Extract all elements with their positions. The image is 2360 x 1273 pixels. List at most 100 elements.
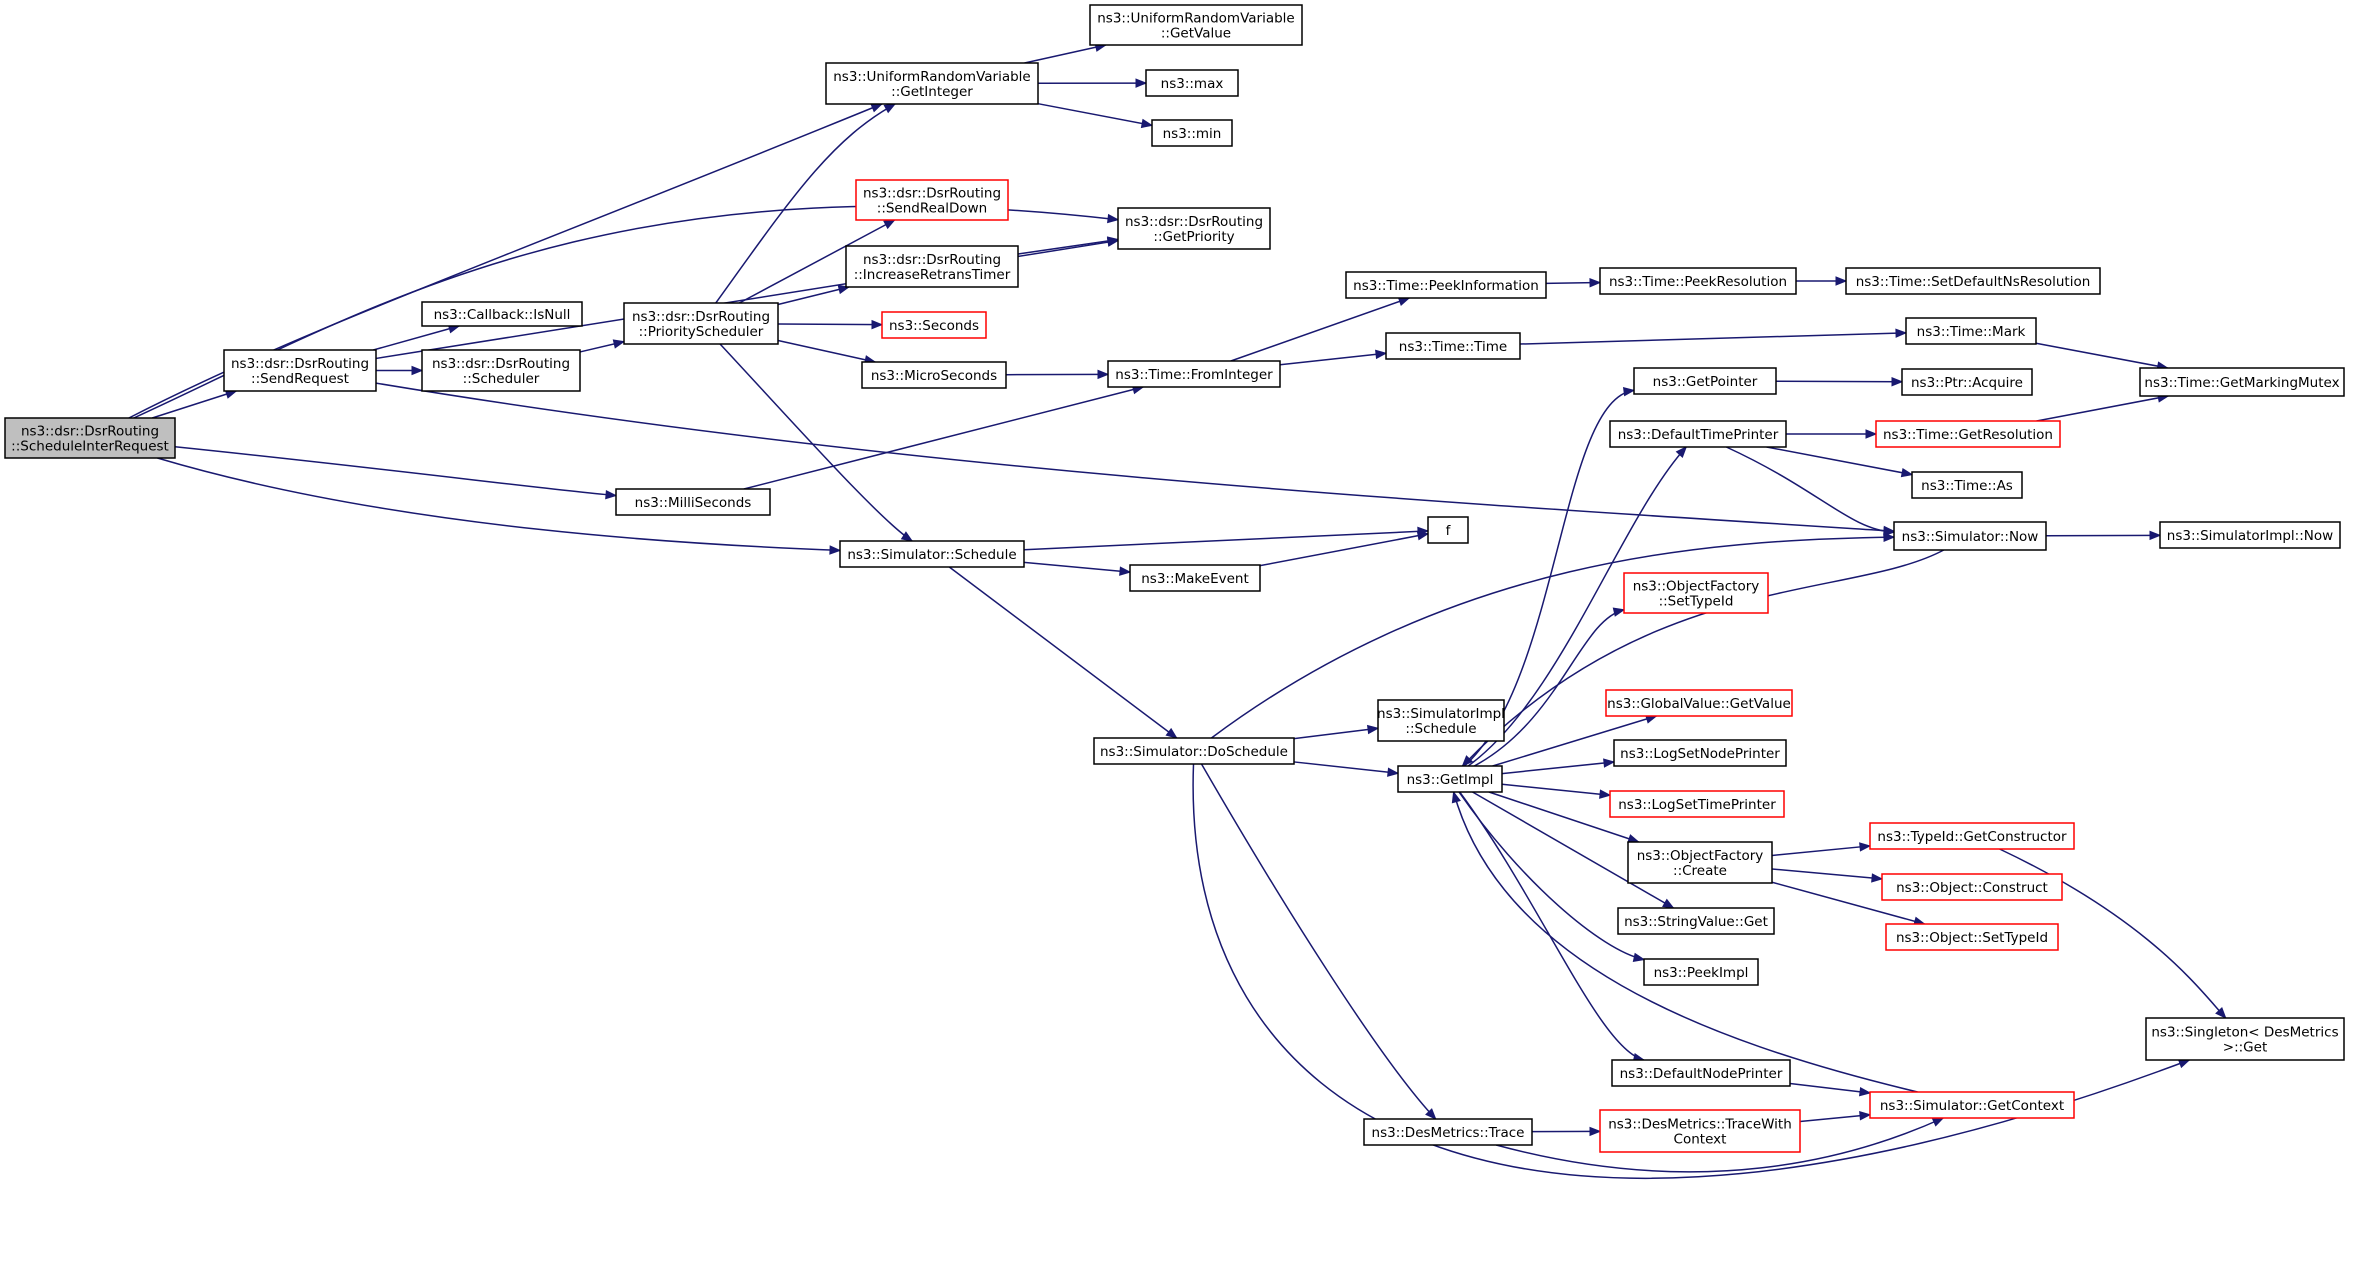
edge-arrowhead [1375,349,1388,360]
node-label: ns3::DefaultTimePrinter [1618,427,1779,443]
node-trace[interactable]: ns3::DesMetrics::Trace [1363,1118,1533,1146]
edge-arrowhead [1883,532,1896,543]
node-priosched[interactable]: ns3::dsr::DsrRouting::PriorityScheduler [623,302,779,345]
node-box [1613,739,1787,767]
node-doschedule[interactable]: ns3::Simulator::DoSchedule [1093,737,1295,765]
node-box [1617,907,1775,935]
node-label: ns3::GetImpl [1407,772,1494,788]
node-logtime[interactable]: ns3::LogSetTimePrinter [1609,790,1785,818]
node-f[interactable]: f [1427,516,1469,544]
edge-arrowhead [1632,952,1646,962]
edge-getres-to-markmutex [2036,393,2170,422]
node-acquire[interactable]: ns3::Ptr::Acquire [1901,368,2033,396]
node-seconds[interactable]: ns3::Seconds [881,311,987,339]
edge-timetime-to-mark [1519,328,1908,345]
edge-line [777,339,876,363]
node-makeevent[interactable]: ns3::MakeEvent [1129,564,1261,592]
node-label: ::Scheduler [463,371,540,387]
node-stringget[interactable]: ns3::StringValue::Get [1617,907,1775,935]
node-simimplsched[interactable]: ns3::SimulatorImpl::Schedule [1377,699,1505,742]
node-scheduler[interactable]: ns3::dsr::DsrRouting::Scheduler [421,349,581,392]
edge-line [373,325,460,351]
node-simschedule[interactable]: ns3::Simulator::Schedule [839,540,1025,568]
node-label: ns3::dsr::DsrRouting [1125,214,1263,230]
node-sendrequest[interactable]: ns3::dsr::DsrRouting::SendRequest [223,349,377,392]
node-getctor[interactable]: ns3::TypeId::GetConstructor [1869,822,2075,850]
node-ofcreate[interactable]: ns3::ObjectFactory::Create [1627,841,1773,884]
edge-arrowhead [1140,118,1154,129]
node-objsettypeid[interactable]: ns3::Object::SetTypeId [1885,923,2059,951]
node-box [1151,119,1233,147]
node-timetime[interactable]: ns3::Time::Time [1385,332,1521,360]
node-lognode[interactable]: ns3::LogSetNodePrinter [1613,739,1787,767]
edge-arrowhead [1589,277,1602,288]
node-microseconds[interactable]: ns3::MicroSeconds [861,361,1007,389]
edge-doschedule-to-simimplsched [1293,724,1380,740]
node-max[interactable]: ns3::max [1145,69,1239,97]
edge-arrowhead [1135,78,1148,88]
node-peekimpl[interactable]: ns3::PeekImpl [1643,958,1759,986]
edge-fromint-to-timetime [1279,349,1388,366]
edge-line [1017,238,1119,255]
edge-line [1799,1114,1871,1123]
node-box [421,301,583,327]
node-isnull[interactable]: ns3::Callback::IsNull [421,301,583,327]
node-defnodeprinter[interactable]: ns3::DefaultNodePrinter [1611,1059,1791,1087]
node-getres[interactable]: ns3::Time::GetResolution [1875,420,2061,448]
edge-line [1766,446,1913,476]
node-getinteger[interactable]: ns3::UniformRandomVariable::GetInteger [825,62,1039,105]
node-deftimeprinter[interactable]: ns3::DefaultTimePrinter [1609,420,1787,448]
node-box [1129,564,1261,592]
node-getimpl[interactable]: ns3::GetImpl [1397,765,1503,793]
node-label: ns3::MilliSeconds [635,495,752,511]
node-getpointer[interactable]: ns3::GetPointer [1633,367,1777,395]
node-box [1397,765,1503,793]
node-box [1345,271,1547,299]
node-setdefres[interactable]: ns3::Time::SetDefaultNsResolution [1845,267,2101,295]
node-peekinfo[interactable]: ns3::Time::PeekInformation [1345,271,1547,299]
edge-getpointer-to-acquire [1775,376,1904,387]
edge-getinteger-to-min [1037,102,1154,129]
edge-line [1024,44,1106,64]
edge-arrowhead [612,339,626,349]
node-label: ns3::Time::PeekResolution [1609,274,1787,290]
edge-line [1771,881,1925,925]
node-increaseretrans[interactable]: ns3::dsr::DsrRouting::IncreaseRetransTim… [845,245,1019,288]
node-label: ns3::GlobalValue::GetValue [1607,696,1791,712]
edge-peekres-to-setdefres [1796,276,1848,286]
node-objconstruct[interactable]: ns3::Object::Construct [1881,873,2063,901]
node-getvalue_urv[interactable]: ns3::UniformRandomVariable::GetValue [1089,4,1303,46]
node-label: ns3::LogSetNodePrinter [1620,746,1780,762]
edge-line [1771,868,1883,880]
node-box [1905,317,2037,345]
node-globalvalue[interactable]: ns3::GlobalValue::GetValue [1605,689,1793,717]
node-simnow[interactable]: ns3::Simulator::Now [1893,521,2047,551]
node-box [825,62,1039,105]
node-box [1627,841,1773,884]
node-peekres[interactable]: ns3::Time::PeekResolution [1599,267,1797,295]
edge-arrowhead [1366,724,1380,735]
node-sendrealdown[interactable]: ns3::dsr::DsrRouting::SendRealDown [855,179,1009,221]
node-min[interactable]: ns3::min [1151,119,1233,147]
node-simimplnow[interactable]: ns3::SimulatorImpl::Now [2159,521,2341,549]
node-getpriority[interactable]: ns3::dsr::DsrRouting::GetPriority [1117,207,1271,250]
node-markmutex[interactable]: ns3::Time::GetMarkingMutex [2139,367,2345,397]
node-ofsettypeid[interactable]: ns3::ObjectFactory::SetTypeId [1623,572,1769,614]
node-fromint[interactable]: ns3::Time::FromInteger [1107,360,1281,388]
edge-line [1452,791,1918,1093]
edge-line [1293,761,1399,775]
node-getcontext[interactable]: ns3::Simulator::GetContext [1869,1091,2075,1119]
edge-priosched-to-seconds [777,319,884,330]
node-label: ns3::Simulator::Now [1902,529,2039,545]
edge-line [157,457,841,552]
edge-arrowhead [1622,386,1636,397]
edge-arrowhead [870,103,884,113]
node-mark[interactable]: ns3::Time::Mark [1905,317,2037,345]
node-box [1145,69,1239,97]
edge-line [174,446,617,497]
node-box [1881,873,2063,901]
node-timeas[interactable]: ns3::Time::As [1911,471,2023,499]
node-singleton[interactable]: ns3::Singleton< DesMetrics >::Get [2145,1017,2345,1061]
node-milliseconds[interactable]: ns3::MilliSeconds [615,488,771,516]
